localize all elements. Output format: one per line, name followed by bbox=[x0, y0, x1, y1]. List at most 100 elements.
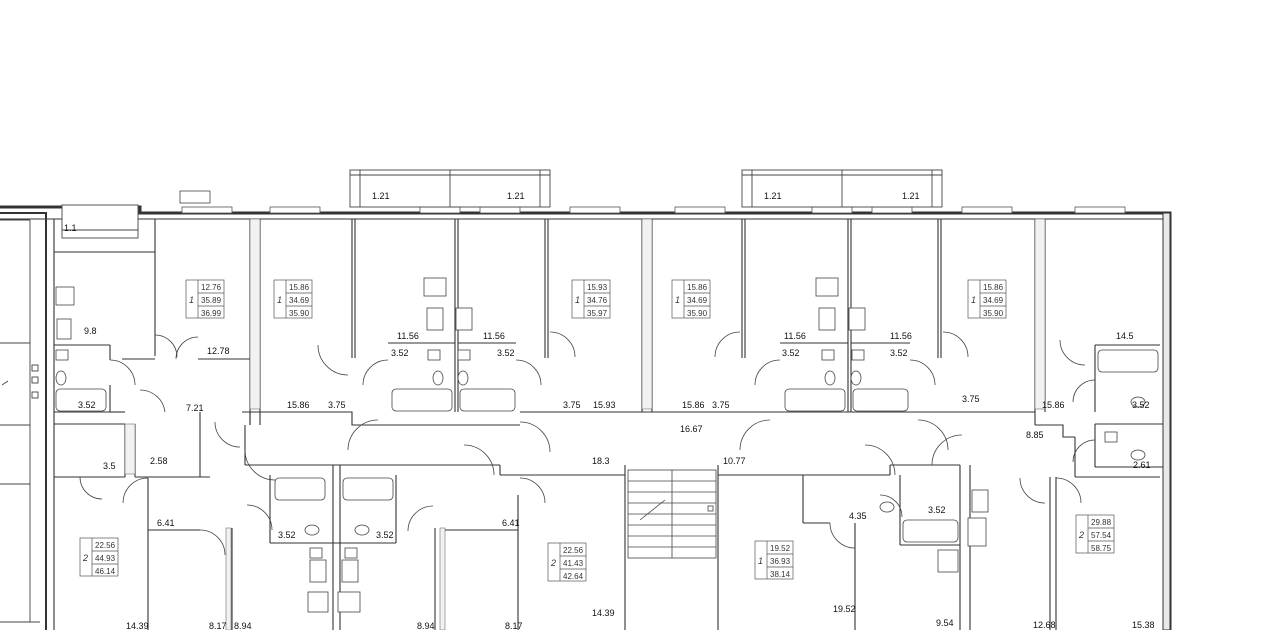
room-area-label: 3.75 bbox=[962, 394, 980, 404]
apartment-living-area: 15.86 bbox=[687, 283, 708, 292]
corridor bbox=[242, 411, 1160, 630]
apartment-gross-area: 42.64 bbox=[563, 572, 584, 581]
room-area-label: 12.68 bbox=[1033, 620, 1056, 630]
room-area-label: 15.93 bbox=[593, 400, 616, 410]
room-area-label: 3.75 bbox=[563, 400, 581, 410]
apartment-summary-frame bbox=[754, 540, 794, 580]
room-area-label: 11.56 bbox=[890, 331, 912, 341]
apartment-room-count: 1 bbox=[575, 295, 580, 305]
apartment-gross-area: 36.99 bbox=[201, 309, 222, 318]
apartment-summary: 2 22.56 44.93 46.14 bbox=[79, 537, 119, 577]
room-area-label: 3.75 bbox=[328, 400, 346, 410]
apartment-room-count: 1 bbox=[675, 295, 680, 305]
hatched-walls bbox=[124, 218, 1046, 630]
room-area-label: 3.52 bbox=[890, 348, 908, 358]
apartment-total-area: 34.76 bbox=[587, 296, 608, 305]
apartment-living-area: 15.93 bbox=[587, 283, 608, 292]
apartment-living-area: 19.52 bbox=[770, 544, 791, 553]
room-area-label: 15.38 bbox=[1132, 620, 1155, 630]
room-area-label: 8.94 bbox=[417, 621, 435, 630]
apartment-living-area: 22.56 bbox=[95, 541, 116, 550]
apartment-living-area: 22.56 bbox=[563, 546, 584, 555]
apartment-room-count: 1 bbox=[758, 556, 763, 566]
room-area-label: 9.8 bbox=[84, 326, 97, 336]
kitchen-fixtures bbox=[55, 277, 989, 613]
room-area-label: 4.35 bbox=[849, 511, 867, 521]
apartment-total-area: 34.69 bbox=[289, 296, 310, 305]
room-area-label: 19.52 bbox=[833, 604, 856, 614]
apartment-total-area: 34.69 bbox=[687, 296, 708, 305]
apartment-room-count: 1 bbox=[971, 295, 976, 305]
apartment-summary-frame bbox=[571, 279, 611, 319]
apartment-total-area: 57.54 bbox=[1091, 531, 1112, 540]
apartment-gross-area: 46.14 bbox=[95, 567, 116, 576]
apartment-total-area: 35.89 bbox=[201, 296, 222, 305]
apartment-gross-area: 35.97 bbox=[587, 309, 608, 318]
room-area-label: 6.41 bbox=[157, 518, 175, 528]
room-area-label: 3.52 bbox=[782, 348, 800, 358]
apartment-room-count: 1 bbox=[277, 295, 282, 305]
apartment-gross-area: 58.75 bbox=[1091, 544, 1112, 553]
apartment-total-area: 44.93 bbox=[95, 554, 116, 563]
room-area-label: 1.21 bbox=[764, 191, 782, 201]
room-area-label: 3.5 bbox=[103, 461, 116, 471]
apartment-total-area: 34.69 bbox=[983, 296, 1004, 305]
room-area-label: 14.5 bbox=[1116, 331, 1134, 341]
room-area-label: 1.1 bbox=[64, 223, 77, 233]
room-area-label: 10.77 bbox=[723, 456, 746, 466]
room-area-label: 11.56 bbox=[483, 331, 505, 341]
apartment-summary-frame bbox=[547, 542, 587, 582]
room-area-label: 15.86 bbox=[682, 400, 705, 410]
room-area-label: 2.58 bbox=[150, 456, 168, 466]
room-area-label: 3.52 bbox=[376, 530, 394, 540]
apartment-room-count: 2 bbox=[550, 558, 556, 568]
apartment-living-area: 15.86 bbox=[289, 283, 310, 292]
apartment-total-area: 36.93 bbox=[770, 557, 791, 566]
room-area-label: 14.39 bbox=[126, 621, 149, 630]
room-area-label: 8.17 bbox=[209, 621, 227, 630]
bathroom-fixtures bbox=[55, 349, 1159, 559]
room-area-label: 3.52 bbox=[928, 505, 946, 515]
apartment-summary-frame bbox=[79, 537, 119, 577]
apartment-total-area: 41.43 bbox=[563, 559, 584, 568]
room-area-label: 8.17 bbox=[505, 621, 523, 630]
room-area-label: 16.67 bbox=[680, 424, 703, 434]
staircase bbox=[627, 469, 717, 559]
apartment-gross-area: 35.90 bbox=[983, 309, 1004, 318]
balconies bbox=[61, 169, 943, 239]
room-area-label: 1.21 bbox=[507, 191, 525, 201]
room-area-labels: 1.1 1.21 1.21 1.21 1.21 9.8 3.52 12.78 7.21 3.5 2.… bbox=[64, 191, 1155, 630]
room-area-label: 7.21 bbox=[186, 403, 204, 413]
partitions-lower bbox=[147, 465, 1057, 630]
room-area-label: 18.3 bbox=[592, 456, 610, 466]
apartment-summary-frame bbox=[967, 279, 1007, 319]
door-swings bbox=[79, 331, 1096, 556]
room-area-label: 3.52 bbox=[497, 348, 515, 358]
room-area-label: 6.41 bbox=[502, 518, 520, 528]
room-area-label: 3.52 bbox=[391, 348, 409, 358]
room-area-label: 12.78 bbox=[207, 346, 230, 356]
apartment-room-count: 2 bbox=[1078, 530, 1084, 540]
apartment-gross-area: 38.14 bbox=[770, 570, 791, 579]
apartment-summary: 2 22.56 41.43 42.64 bbox=[547, 542, 587, 582]
room-area-label: 3.52 bbox=[1132, 400, 1150, 410]
apartment-room-count: 2 bbox=[82, 553, 88, 563]
left-edge bbox=[0, 219, 40, 623]
room-area-label: 2.61 bbox=[1133, 460, 1151, 470]
apartment-room-count: 1 bbox=[189, 295, 194, 305]
room-area-label: 3.75 bbox=[712, 400, 730, 410]
apartment-summary: 1 15.93 34.76 35.97 bbox=[571, 279, 611, 319]
apartment-living-area: 12.76 bbox=[201, 283, 222, 292]
room-area-label: 3.52 bbox=[278, 530, 296, 540]
room-area-label: 9.54 bbox=[936, 618, 954, 628]
room-area-label: 1.21 bbox=[902, 191, 920, 201]
room-area-label: 8.85 bbox=[1026, 430, 1044, 440]
apartment-summary-frame bbox=[185, 279, 225, 319]
room-area-label: 1.21 bbox=[372, 191, 390, 201]
apartment-summaries: 1 12.76 35.89 36.99 1 15.86 34.69 35.90 1 15.93 34… bbox=[79, 279, 1115, 582]
apartment-living-area: 29.88 bbox=[1091, 518, 1112, 527]
